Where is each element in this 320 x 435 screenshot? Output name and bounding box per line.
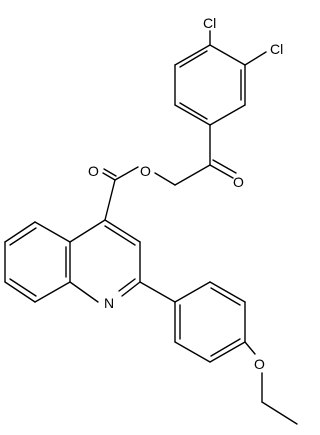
bond-lines [4,30,298,425]
atom-label-o-ester: O [140,163,151,179]
atom-label-cl-top: Cl [203,15,216,31]
atom-label-o-carbonyl: O [88,163,99,179]
atom-label-cl-right: Cl [270,41,283,57]
atom-label-o-ketone: O [233,174,244,190]
atom-label-n-ring: N [104,295,114,311]
atom-label-o-ether: O [254,356,265,372]
